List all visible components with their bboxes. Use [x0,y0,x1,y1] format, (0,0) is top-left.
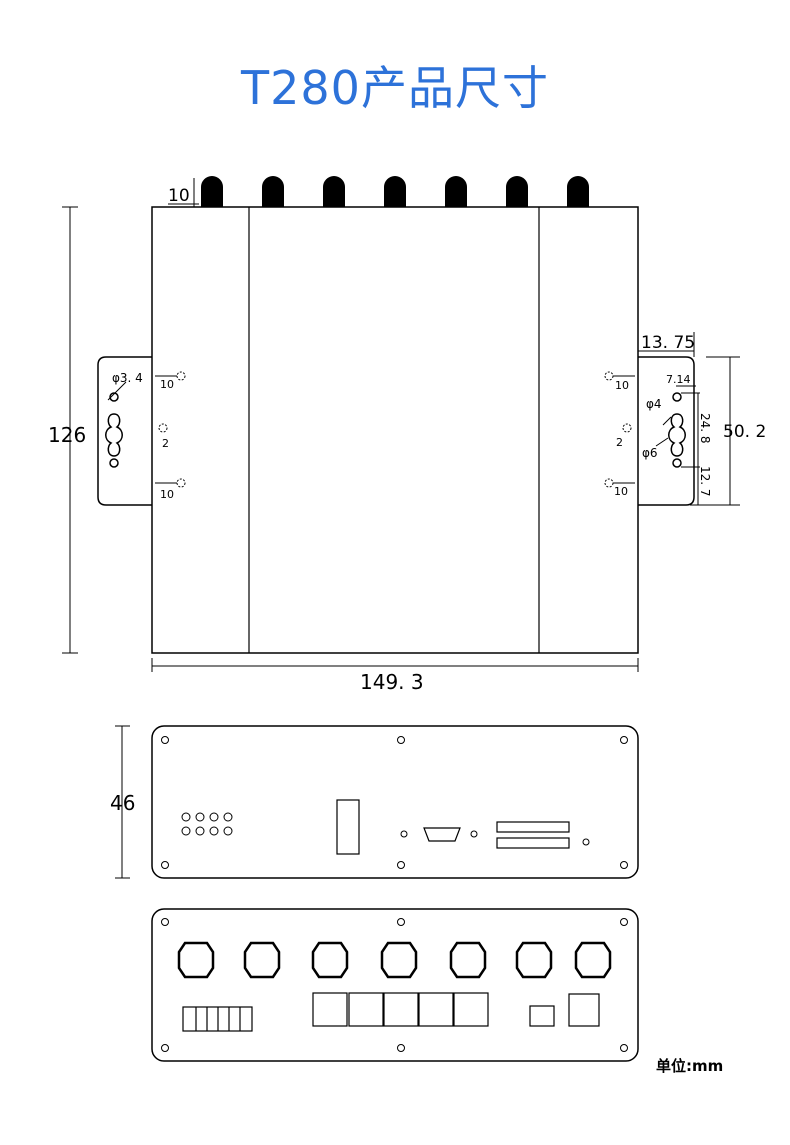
antenna-height-label: 10 [168,186,190,206]
antenna-connector [311,941,349,979]
antenna [201,176,223,207]
right-dim-top: 10 [615,379,629,392]
antenna [445,176,467,207]
keyhole-slot [105,413,123,457]
antenna-connector [515,941,553,979]
bracket-height-label: 50. 2 [723,422,766,442]
antenna-connector [380,941,418,979]
ethernet-port [348,992,384,1027]
antenna [567,176,589,207]
card-slot [496,821,570,833]
antenna [506,176,528,207]
ethernet-port [453,992,489,1027]
usb-port [529,1005,555,1027]
slot-offset-label: 12. 7 [698,466,712,497]
left-dim-bottom: 10 [160,488,174,501]
terminal-block [182,1006,253,1032]
antenna [384,176,406,207]
right-dim-mid: 2 [616,436,623,449]
hole-large-label: φ6 [642,446,658,460]
top-view [62,176,740,672]
front-height-label: 46 [110,791,135,815]
mount-hole [109,392,119,402]
mount-hole [672,458,682,468]
front-panel [151,725,639,879]
ethernet-port [383,992,419,1027]
antenna-connector [177,941,215,979]
hole-small-label: φ4 [646,397,662,411]
ethernet-ports [312,992,489,1027]
back-panel [151,908,639,1062]
left-hole-label: φ3. 4 [112,371,143,385]
ethernet-port [312,992,348,1027]
card-slot [496,837,570,849]
sim-slot [336,799,360,855]
right-dim-bottom: 10 [614,485,628,498]
height-label: 126 [48,423,86,447]
mount-hole [672,392,682,402]
page-title: T280产品尺寸 [241,61,549,115]
serial-port [423,827,461,842]
front-view [115,725,639,879]
antenna-connector [243,941,281,979]
left-dim-top: 10 [160,378,174,391]
mount-hole [109,458,119,468]
antenna [323,176,345,207]
power-port [568,993,600,1027]
right-bracket [638,356,695,506]
ethernet-port [418,992,454,1027]
bracket-width-label: 13. 75 [641,333,695,353]
antenna-connector [449,941,487,979]
small-offset-label: 7.14 [666,373,691,386]
back-view [151,908,639,1062]
antenna-connector [574,941,612,979]
left-bracket [97,356,152,506]
left-dim-mid: 2 [162,437,169,450]
antenna [262,176,284,207]
width-label: 149. 3 [360,670,424,694]
antenna-row [201,176,589,207]
hole-spacing-label: 24. 8 [698,413,712,444]
device-body [151,206,639,654]
unit-note: 单位:mm [656,1057,724,1075]
keyhole-slot [668,413,686,457]
